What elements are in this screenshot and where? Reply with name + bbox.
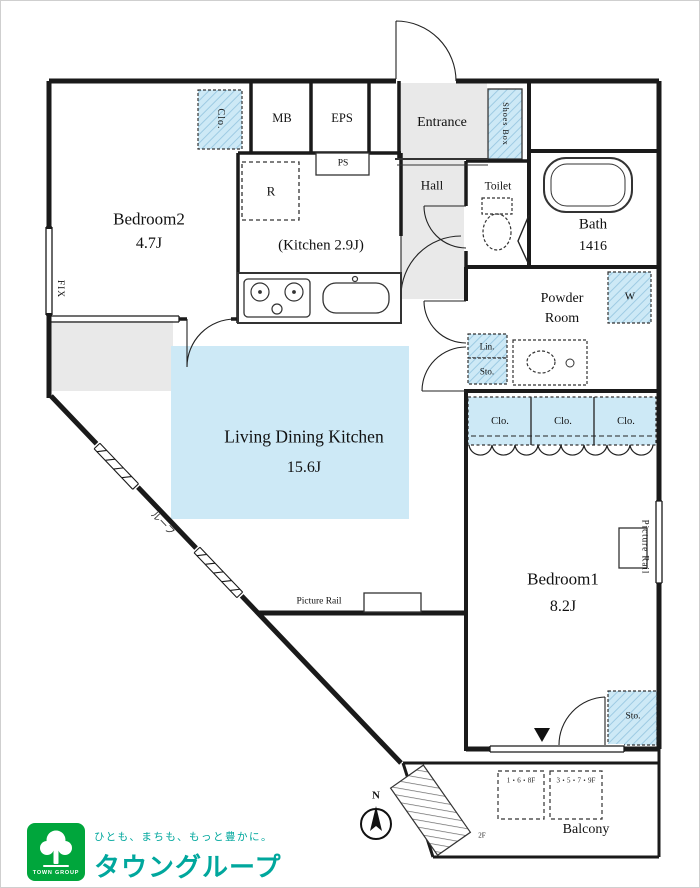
ldk-size-label: 15.6J [286,459,322,476]
storage-bedroom1-label: Sto. [625,711,641,722]
bedroom1-closet1-label: Clo. [491,415,509,427]
entrance-label: Entrance [417,115,467,130]
town-group-logo-mark: TOWN GROUP [27,823,85,881]
fixtures [237,152,648,857]
town-group-logo-text: TOWN GROUP [32,870,80,876]
fridge-label: R [266,183,276,199]
bedroom2-closet-label: Clo. [215,108,226,130]
bedroom2-label: Bedroom2 [113,209,185,229]
bedroom1-label: Bedroom1 [527,569,599,589]
powder-room-label-line1: Powder [540,291,584,306]
hall-label: Hall [420,177,444,193]
ldk-label: Living Dining Kitchen [224,426,384,447]
floor-shading [51,83,487,519]
balcony-label: Balcony [562,822,610,837]
storage-areas [197,88,658,746]
linen-label: Lin. [479,341,495,352]
powder-room-label-line2: Room [544,311,580,326]
closet-details [468,397,654,456]
windows [44,226,663,754]
balcony-note3: 2F [478,831,486,840]
compass-icon [360,806,392,840]
doors [186,20,606,746]
mb-label: MB [272,110,292,125]
bath-size-label: 1416 [579,239,607,254]
town-group-logo: TOWN GROUP ひとも、まちも、もっと豊かに。 タウングループ [27,823,281,884]
bedroom1-size-label: 8.2J [549,598,577,615]
storage-powder-label: Sto. [479,366,495,377]
picture-rail-vertical-label: Picture Rail [640,519,651,575]
eps-label: EPS [331,110,353,125]
tree-icon [40,830,72,867]
bath-label: Bath [578,216,608,233]
balcony-note1: 1・6・8F [506,776,536,785]
bedroom1-closet3-label: Clo. [617,415,635,427]
kitchen-label: (Kitchen 2.9J) [278,237,364,254]
bedroom2-size-label: 4.7J [135,235,163,252]
compass-n-label: N [372,789,380,802]
brand-name: タウングループ [94,852,282,882]
brand-text-block: ひとも、まちも、もっと豊かに。 タウングループ [94,823,281,884]
balcony-note2: 3・5・7・9F [556,776,596,785]
brand-tagline: ひとも、まちも、もっと豊かに。 [94,831,274,843]
ps-label: PS [337,158,349,169]
shoes-box-label: Shoes Box [501,102,510,146]
bedroom1-closet2-label: Clo. [554,415,572,427]
toilet-label: Toilet [484,180,512,193]
fix-window-label: FIX [54,279,65,299]
washer-label: W [624,290,636,303]
picture-rail-label: Picture Rail [296,596,342,607]
